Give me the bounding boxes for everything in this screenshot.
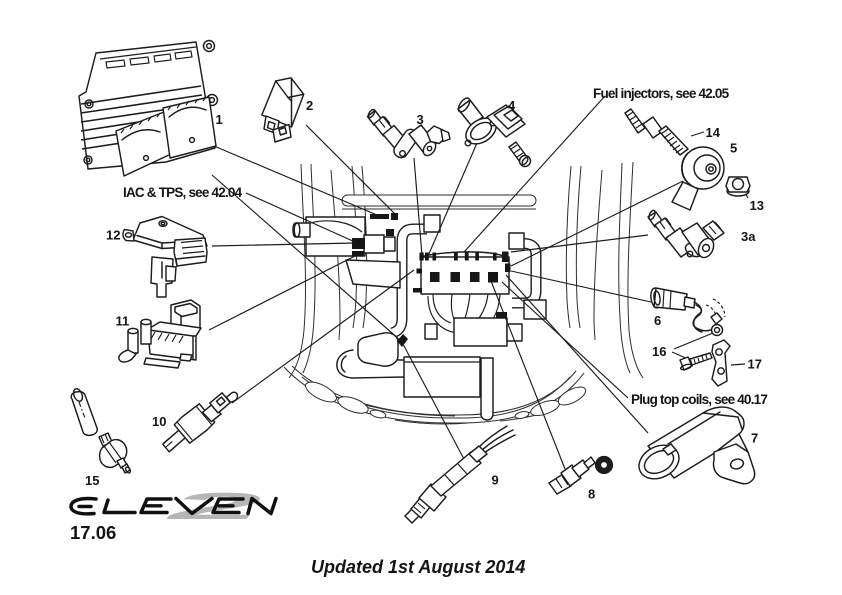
svg-text:1: 1 (216, 112, 223, 127)
svg-text:5: 5 (730, 141, 737, 156)
svg-text:2: 2 (306, 98, 313, 113)
svg-text:8: 8 (588, 487, 595, 502)
svg-text:10: 10 (152, 414, 166, 429)
svg-text:Plug top coils, see 40.17: Plug top coils, see 40.17 (631, 392, 767, 407)
svg-text:3a: 3a (741, 229, 756, 244)
svg-text:12: 12 (106, 228, 120, 243)
svg-text:Fuel injectors, see 42.05: Fuel injectors, see 42.05 (593, 86, 730, 101)
svg-text:14: 14 (706, 125, 721, 140)
svg-text:IAC & TPS, see 42.04: IAC & TPS, see 42.04 (123, 185, 243, 200)
svg-text:9: 9 (492, 473, 499, 488)
svg-text:Updated 1st August 2014: Updated 1st August 2014 (311, 557, 525, 577)
svg-text:3: 3 (417, 112, 424, 127)
svg-text:7: 7 (751, 431, 758, 446)
svg-text:11: 11 (116, 314, 130, 329)
svg-text:17.06: 17.06 (70, 522, 116, 543)
svg-text:2: 2 (166, 485, 261, 527)
svg-text:13: 13 (750, 198, 764, 213)
svg-text:17: 17 (748, 357, 762, 372)
svg-text:15: 15 (85, 473, 99, 488)
svg-text:16: 16 (652, 344, 666, 359)
svg-text:6: 6 (654, 313, 661, 328)
svg-text:4: 4 (508, 98, 516, 113)
